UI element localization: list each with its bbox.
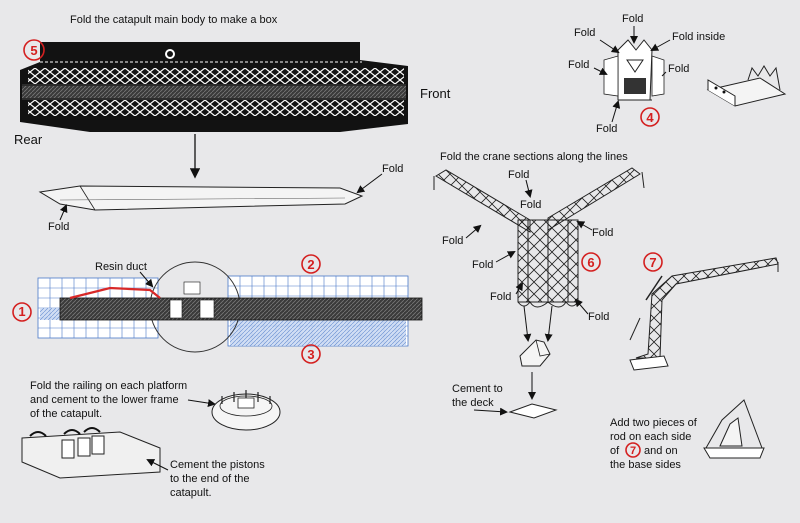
- step4-fold-left-upper: Fold: [574, 27, 595, 39]
- step4-fold-inside: Fold inside: [672, 31, 725, 43]
- crane-fold-labels: Fold Fold Fold Fold Fold Fold Fold: [442, 169, 613, 323]
- step-4-badge: 4: [640, 107, 660, 127]
- step-1-badge: 1: [12, 302, 32, 322]
- svg-text:Fold: Fold: [588, 311, 609, 323]
- rod-note-line-4: the base sides: [610, 459, 681, 471]
- fold-label-box-right: Fold: [382, 163, 403, 175]
- svg-text:4: 4: [646, 110, 654, 125]
- railing-note-line-3: of the catapult.: [30, 408, 102, 420]
- rod-note-line-3-pre: of: [610, 445, 620, 457]
- step-4-part: [603, 39, 665, 101]
- step4-fold-bottom: Fold: [596, 123, 617, 135]
- catapult-main-body: [20, 42, 408, 132]
- rod-note-line-2: rod on each side: [610, 431, 691, 443]
- svg-text:Fold: Fold: [508, 169, 529, 181]
- deck-base-plate: [508, 403, 558, 419]
- resin-duct-label: Resin duct: [95, 261, 147, 273]
- deck-note-line-2: the deck: [452, 397, 494, 409]
- svg-text:Fold: Fold: [490, 291, 511, 303]
- platform-assembly: [37, 261, 423, 353]
- crane-title: Fold the crane sections along the lines: [440, 151, 628, 163]
- rod-note-line-3-post: and on: [644, 445, 678, 457]
- step-7-inline-badge: 7: [625, 442, 641, 458]
- rear-label: Rear: [14, 132, 43, 147]
- step-7-badge: 7: [643, 252, 663, 272]
- svg-text:7: 7: [649, 255, 656, 270]
- svg-text:5: 5: [30, 43, 37, 58]
- svg-text:3: 3: [307, 347, 314, 362]
- step-4-result: [706, 65, 787, 107]
- step-5-badge: 5: [23, 39, 45, 61]
- pistons-drawing: [21, 427, 161, 479]
- crane-base-drawing: [519, 339, 551, 367]
- step4-fold-right: Fold: [668, 63, 689, 75]
- rod-note-line-1: Add two pieces of: [610, 417, 698, 429]
- step4-fold-top: Fold: [622, 13, 643, 25]
- svg-text:Fold: Fold: [472, 259, 493, 271]
- step-6-badge: 6: [581, 252, 601, 272]
- svg-text:2: 2: [307, 257, 314, 272]
- rod-base-drawing: [703, 399, 765, 459]
- pistons-note-line-2: to the end of the: [170, 473, 250, 485]
- svg-text:Fold: Fold: [520, 199, 541, 211]
- svg-text:Fold: Fold: [442, 235, 463, 247]
- railing-note-line-1: Fold the railing on each platform: [30, 380, 187, 392]
- svg-text:1: 1: [18, 304, 25, 319]
- platform-railing-drawing: [211, 390, 281, 431]
- front-label: Front: [420, 86, 451, 101]
- assembled-crane: [629, 257, 779, 371]
- svg-text:6: 6: [587, 255, 594, 270]
- deck-note-line-1: Cement to: [452, 383, 503, 395]
- railing-note-line-2: and cement to the lower frame: [30, 394, 179, 406]
- svg-text:7: 7: [630, 445, 636, 457]
- step4-fold-left-lower: Fold: [568, 59, 589, 71]
- folded-catapult-box: [38, 185, 364, 211]
- step-2-badge: 2: [301, 254, 321, 274]
- pistons-note-line-1: Cement the pistons: [170, 459, 265, 471]
- fold-label-box-left: Fold: [48, 221, 69, 233]
- pistons-note-line-3: catapult.: [170, 487, 212, 499]
- step-3-badge: 3: [301, 344, 321, 364]
- crane-sections: [433, 167, 645, 308]
- svg-text:Fold: Fold: [592, 227, 613, 239]
- title-text: Fold the catapult main body to make a bo…: [70, 14, 278, 26]
